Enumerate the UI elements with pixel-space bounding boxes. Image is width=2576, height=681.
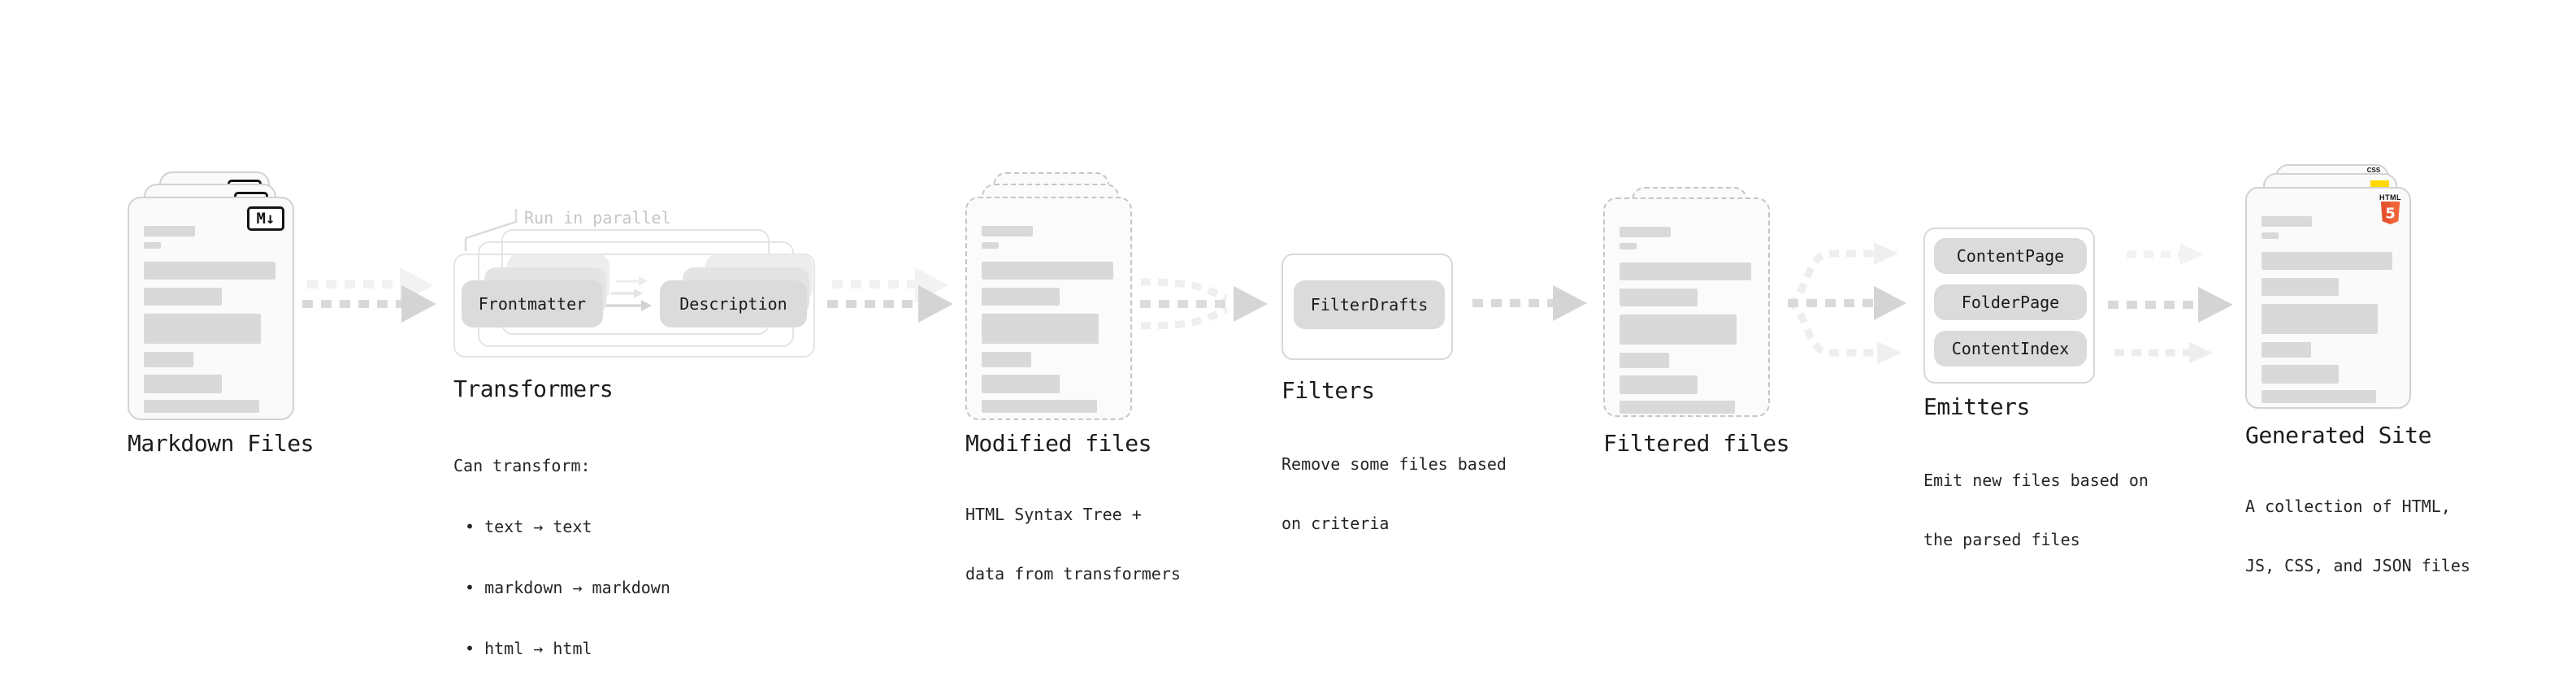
transformers-bullet: • markdown → markdown: [465, 578, 670, 597]
doc-content-bar: [982, 242, 1000, 249]
doc-content-bar: [144, 288, 222, 306]
html5-shield: 5: [2380, 202, 2400, 224]
doc-content-bar: [1620, 353, 1670, 368]
contentindex-pill: ContentIndex: [1934, 331, 2087, 367]
transformers-bullet: • html → html: [465, 639, 592, 658]
transformers-bullet: • text → text: [465, 517, 592, 536]
doc-content-skeleton: [2262, 216, 2395, 403]
html5-icon: HTML 5: [2379, 194, 2401, 228]
doc-content-bar: [1620, 227, 1671, 237]
filters-desc-line: Remove some files based: [1281, 454, 1507, 474]
transformer-group-front: [453, 254, 815, 358]
doc-content-bar: [144, 242, 162, 249]
doc-content-bar: [982, 314, 1099, 344]
doc-content-bar: [144, 375, 222, 393]
site-desc-line: A collection of HTML,: [2245, 497, 2451, 516]
doc-content-bar: [2262, 365, 2340, 384]
site-doc-html: HTML 5: [2245, 187, 2411, 409]
doc-content-skeleton: [144, 226, 278, 413]
markdown-doc-front: M↓: [128, 197, 294, 420]
frontmatter-pill: Frontmatter: [462, 280, 603, 327]
html5-number: 5: [2385, 206, 2395, 223]
generated-site-description: A collection of HTML, JS, CSS, and JSON …: [2245, 458, 2470, 615]
doc-content-bar: [2262, 232, 2279, 239]
folderpage-pill: FolderPage: [1934, 284, 2087, 320]
filters-title: Filters: [1281, 377, 1375, 404]
doc-content-bar: [1620, 243, 1637, 249]
doc-content-bar: [2262, 252, 2392, 270]
doc-content-bar: [982, 352, 1032, 367]
doc-content-bar: [1620, 262, 1751, 280]
doc-content-bar: [982, 375, 1060, 393]
description-pill: Description: [660, 280, 807, 327]
doc-content-bar: [982, 400, 1097, 413]
filters-desc-line: on criteria: [1281, 514, 1390, 533]
emitters-description: Emit new files based on the parsed files: [1923, 432, 2149, 589]
filterdrafts-pill: FilterDrafts: [1294, 280, 1445, 329]
modified-files-description: HTML Syntax Tree + data from transformer…: [965, 466, 1181, 623]
doc-content-bar: [144, 226, 195, 236]
emitters-title: Emitters: [1923, 393, 2030, 420]
filtered-doc-front: [1603, 197, 1770, 417]
transformers-desc-heading: Can transform:: [453, 456, 591, 475]
generated-site-title: Generated Site: [2245, 422, 2432, 449]
doc-content-bar: [982, 288, 1060, 306]
modified-desc-line: data from transformers: [965, 564, 1181, 583]
doc-content-bar: [1620, 375, 1698, 394]
arrow-transformers-to-modified: [827, 267, 953, 323]
doc-content-bar: [144, 400, 259, 413]
doc-content-bar: [982, 226, 1033, 236]
site-desc-line: JS, CSS, and JSON files: [2245, 556, 2470, 575]
contentpage-pill: ContentPage: [1934, 238, 2087, 274]
arrow-markdown-to-transformers: [302, 267, 436, 323]
emitters-desc-line: Emit new files based on: [1923, 471, 2149, 490]
doc-content-bar: [1620, 314, 1737, 345]
arrow-modified-to-filters: [1140, 278, 1268, 330]
doc-content-bar: [144, 352, 194, 367]
doc-content-bar: [2262, 342, 2311, 358]
markdown-files-title: Markdown Files: [128, 430, 314, 457]
filtered-files-title: Filtered files: [1603, 430, 1790, 457]
arrow-filters-to-filtered: [1472, 285, 1587, 321]
filters-description: Remove some files based on criteria: [1281, 415, 1507, 573]
run-in-parallel-note: Run in parallel: [524, 208, 671, 228]
doc-content-skeleton: [1620, 227, 1754, 414]
modified-files-title: Modified files: [965, 430, 1152, 457]
doc-content-bar: [2262, 304, 2378, 334]
js-file-icon: [2370, 180, 2389, 189]
doc-content-bar: [2262, 278, 2340, 296]
doc-content-bar: [2262, 216, 2313, 227]
modified-desc-line: HTML Syntax Tree +: [965, 505, 1142, 524]
doc-content-bar: [144, 314, 261, 344]
doc-content-skeleton: [982, 226, 1116, 413]
transformers-title: Transformers: [453, 375, 614, 402]
doc-content-bar: [1620, 401, 1735, 414]
emitters-desc-line: the parsed files: [1923, 530, 2080, 549]
arrow-filtered-to-emitters: [1786, 242, 1906, 364]
markdown-icon: M↓: [247, 206, 284, 231]
doc-content-bar: [2262, 390, 2377, 403]
doc-content-bar: [144, 262, 275, 280]
html5-icon-label: HTML: [2379, 193, 2401, 202]
doc-content-bar: [982, 262, 1113, 280]
doc-content-bar: [1620, 288, 1698, 306]
modified-doc-front: [965, 197, 1132, 420]
transformers-description: Can transform: • text → text • markdown …: [453, 416, 670, 681]
arrow-emitters-to-site: [2108, 244, 2233, 363]
css-icon-label: CSS: [2366, 167, 2381, 174]
